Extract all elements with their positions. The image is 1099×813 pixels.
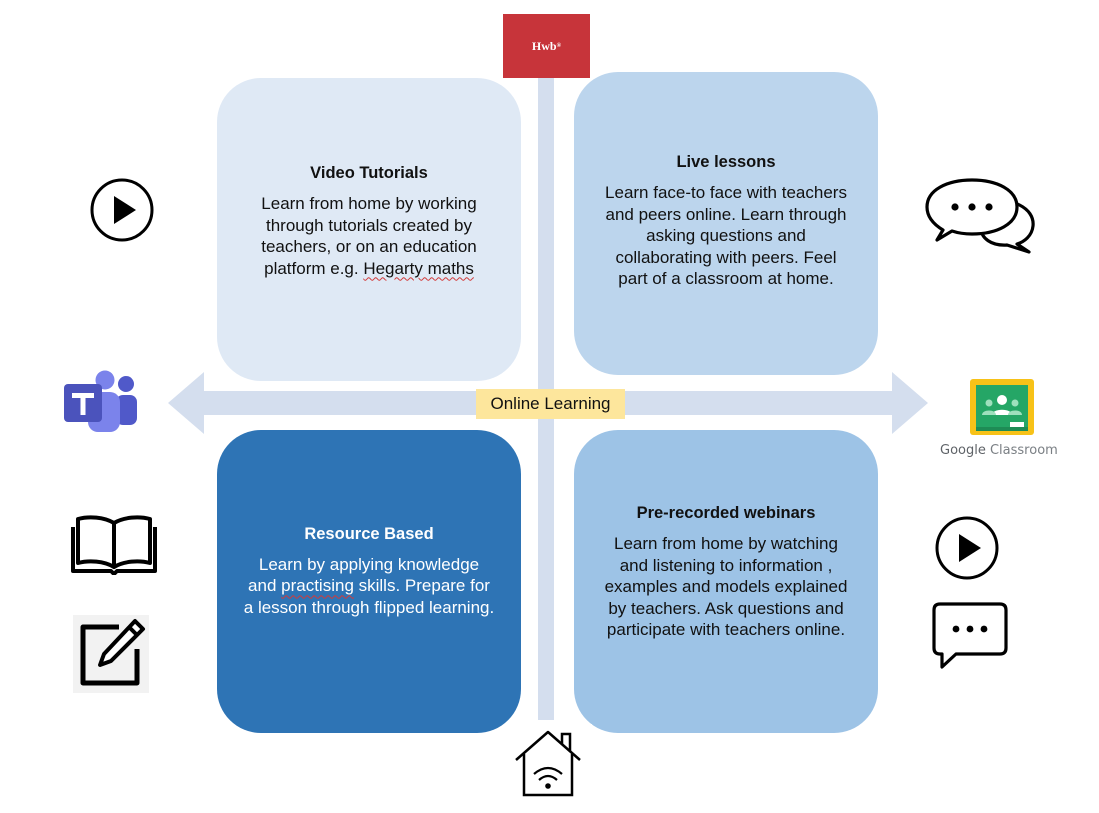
speech-bubbles-icon (925, 178, 1035, 254)
quadrant-title: Live lessons (676, 153, 776, 172)
quadrant-title: Resource Based (304, 524, 434, 543)
google-classroom-word1: Google (940, 443, 986, 458)
edit-pencil-icon (73, 615, 149, 693)
teams-icon (64, 370, 137, 432)
quadrant-live-lessons: Live lessons Learn face-to face with tea… (574, 72, 878, 375)
quadrant-title: Video Tutorials (310, 164, 428, 182)
quadrant-description: Learn by applying knowledge and practisi… (243, 554, 495, 617)
home-wifi-icon (504, 724, 592, 800)
quadrant-description: Learn from home by working through tutor… (261, 194, 477, 278)
quadrant-resource-based: Resource Based Learn by applying knowled… (217, 430, 521, 733)
google-classroom-wordmark: Google Classroom (940, 443, 1060, 458)
hwb-logo-text: Hwb (531, 38, 557, 53)
hwb-logo-mark: ® (556, 43, 562, 49)
quadrant-description: Learn face-to face with teachers and pee… (605, 183, 847, 289)
quadrant-description: Learn from home by watching and listenin… (604, 534, 848, 640)
open-book-icon (71, 515, 157, 575)
play-circle-icon (935, 516, 999, 580)
google-classroom-word2: Classroom (989, 443, 1058, 458)
hwb-logo: Hwb® (503, 14, 590, 78)
google-classroom-icon (970, 379, 1034, 435)
quadrant-pre-recorded-webinars: Pre-recorded webinars Learn from home by… (574, 430, 878, 733)
center-label: Online Learning (476, 389, 625, 419)
chat-bubble-icon (932, 602, 1008, 669)
quadrant-title: Pre-recorded webinars (636, 504, 816, 523)
play-circle-icon (90, 178, 154, 242)
quadrant-video-tutorials: Video Tutorials Learn from home by worki… (217, 78, 521, 381)
